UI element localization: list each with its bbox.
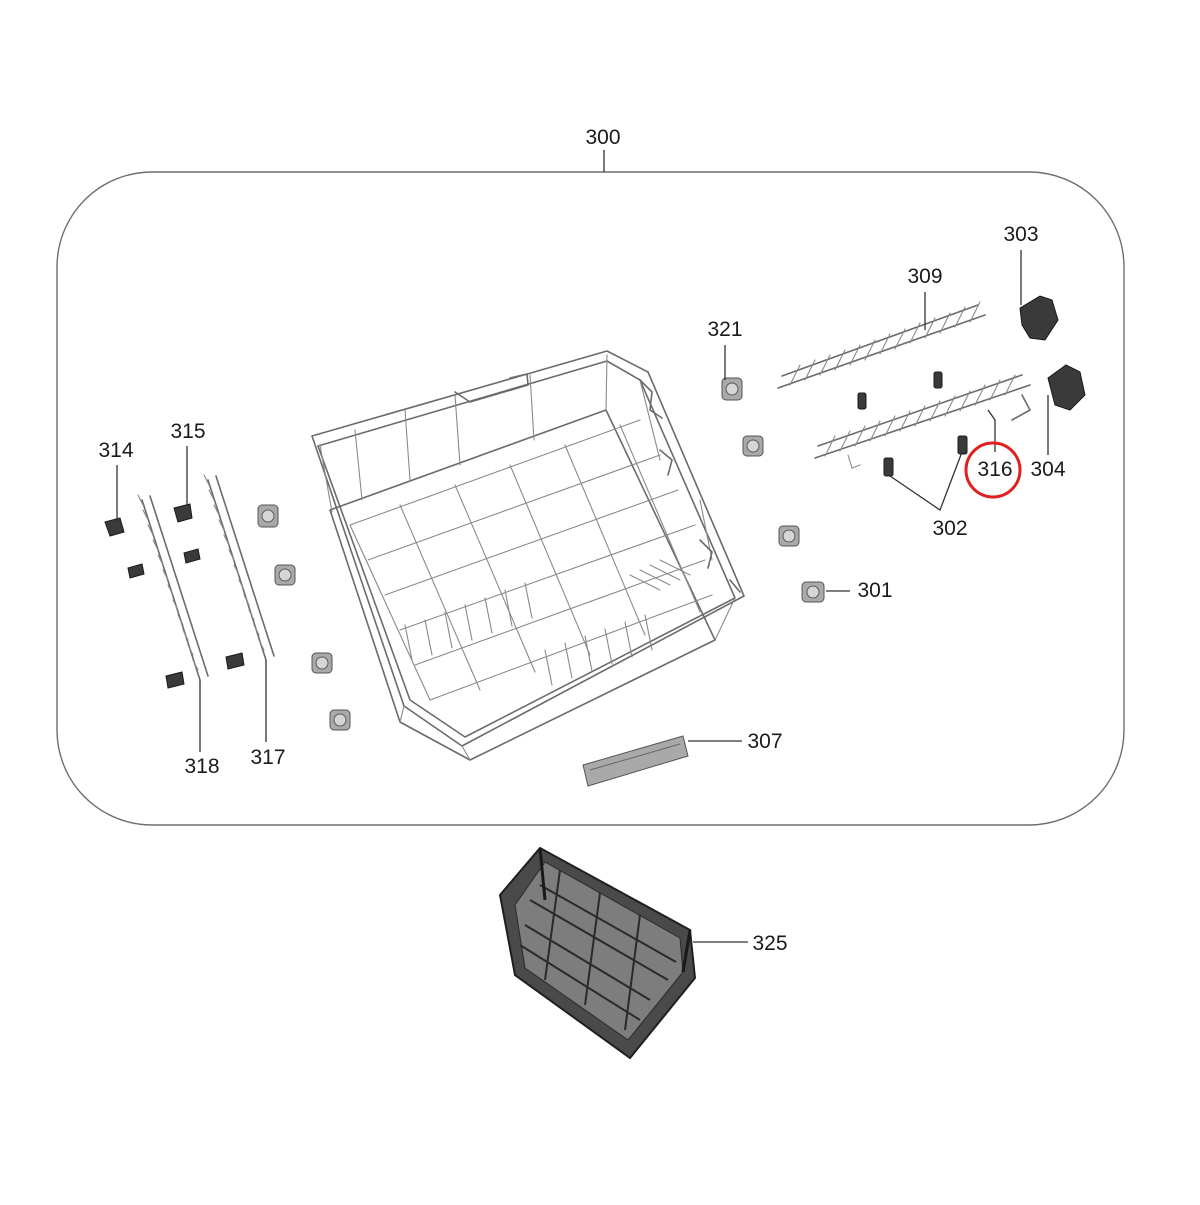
wheels-right <box>742 435 825 603</box>
callout-304: 304 <box>1030 458 1065 481</box>
hinge-bracket-304 <box>1047 364 1086 411</box>
clips-302 <box>857 371 968 477</box>
callout-301: 301 <box>857 579 892 602</box>
callout-317: 317 <box>250 746 285 769</box>
wheel-321 <box>721 377 743 401</box>
callout-309: 309 <box>907 265 942 288</box>
cutlery-basket-325 <box>498 846 697 1060</box>
callout-316: 316 <box>977 458 1012 481</box>
tine-row-317 <box>203 474 275 661</box>
part-307-bar <box>582 735 689 787</box>
assembly-boundary <box>56 171 1125 826</box>
hinge-bracket-303 <box>1019 295 1059 341</box>
callout-321: 321 <box>707 318 742 341</box>
callout-315: 315 <box>170 420 205 443</box>
wheels-left <box>257 504 351 731</box>
leader-lines <box>116 250 1049 943</box>
callout-325: 325 <box>752 932 787 955</box>
tine-row-318 <box>137 494 209 681</box>
callout-303: 303 <box>1003 223 1038 246</box>
callout-318: 318 <box>184 755 219 778</box>
callout-314: 314 <box>98 439 133 462</box>
clips-left <box>104 503 245 689</box>
tine-row-309 <box>777 301 986 389</box>
callout-307: 307 <box>747 730 782 753</box>
lower-rack-basket <box>311 350 745 761</box>
callout-302: 302 <box>932 517 967 540</box>
callout-300: 300 <box>585 126 620 149</box>
tine-row-316 <box>814 374 1031 469</box>
highlight-circle-316 <box>964 441 1022 499</box>
